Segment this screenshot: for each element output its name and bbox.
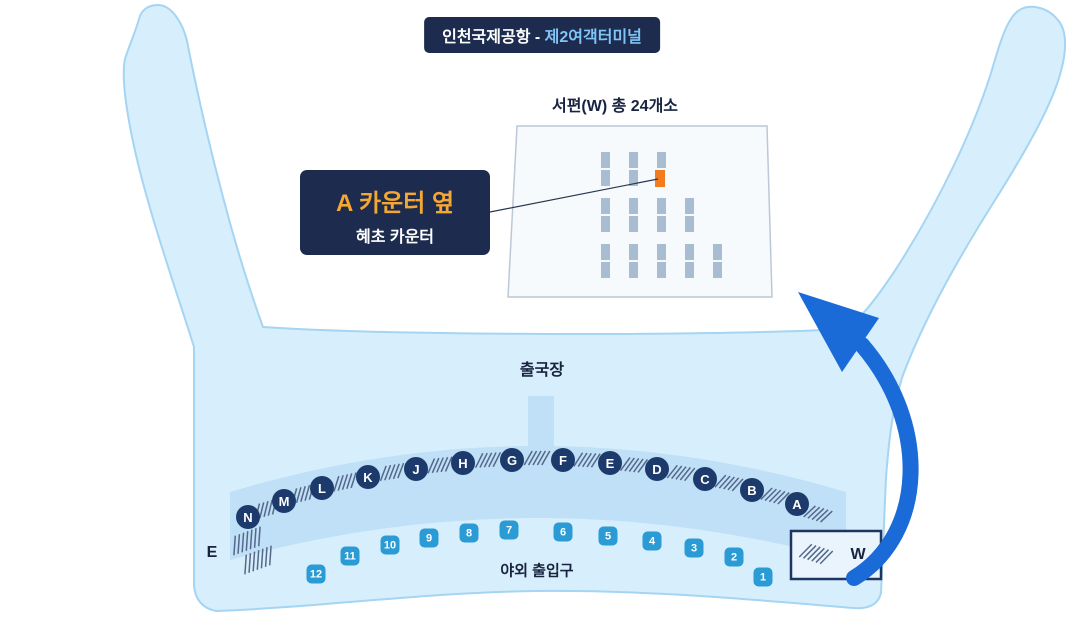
callout-agency-name: 혜초 카운터 <box>355 229 435 246</box>
counter-letter-h: H <box>451 451 475 475</box>
gate-number-3: 3 <box>684 538 704 558</box>
gate-number-10: 10 <box>380 535 400 555</box>
zoom-arrow-head <box>798 292 879 372</box>
map-title-terminal: 제2여객터미널 <box>544 29 642 46</box>
counter-letter-d: D <box>645 457 669 481</box>
counter-letter-g: G <box>500 448 524 472</box>
inset-label: 서편(W) 총 24개소 <box>551 98 679 115</box>
west-marker-label: W <box>850 546 866 563</box>
gate-number-11: 11 <box>340 546 360 566</box>
counter-letter-n: N <box>236 505 260 529</box>
counter-letter-b: B <box>740 478 764 502</box>
gate-number-4: 4 <box>642 531 662 551</box>
map-title-badge: 인천국제공항 - 제2여객터미널 <box>424 17 660 53</box>
counter-letter-l: L <box>310 476 334 500</box>
gate-number-9: 9 <box>419 528 439 548</box>
departure-hall-label: 출국장 <box>519 362 565 379</box>
inset-counter-grid <box>601 152 722 278</box>
gate-number-8: 8 <box>459 523 479 543</box>
map-title-prefix: 인천국제공항 - <box>442 29 545 46</box>
departure-gate-tab <box>528 396 554 450</box>
callout-connector-line <box>489 178 659 213</box>
east-marker-label: E <box>206 544 218 561</box>
outdoor-entrance-label: 야외 출입구 <box>500 562 574 580</box>
counter-letter-c: C <box>693 467 717 491</box>
inset-panel <box>507 125 773 298</box>
counter-letter-m: M <box>272 489 296 513</box>
counter-band <box>230 446 846 560</box>
callout-counter-name: A 카운터 옆 <box>335 190 455 217</box>
counter-letter-j: J <box>404 457 428 481</box>
gate-number-12: 12 <box>306 564 326 584</box>
counter-letter-f: F <box>551 448 575 472</box>
counter-letter-a: A <box>785 492 809 516</box>
zoom-arrow-tail <box>846 337 919 586</box>
gate-number-5: 5 <box>598 526 618 546</box>
location-callout: A 카운터 옆 혜초 카운터 <box>300 170 490 255</box>
terminal-outline <box>122 3 1067 613</box>
counter-letter-e: E <box>598 451 622 475</box>
gate-number-1: 1 <box>753 567 773 587</box>
gate-number-6: 6 <box>553 522 573 542</box>
counter-letter-k: K <box>356 465 380 489</box>
gate-number-2: 2 <box>724 547 744 567</box>
gate-number-7: 7 <box>499 520 519 540</box>
highlighted-counter <box>655 170 665 187</box>
